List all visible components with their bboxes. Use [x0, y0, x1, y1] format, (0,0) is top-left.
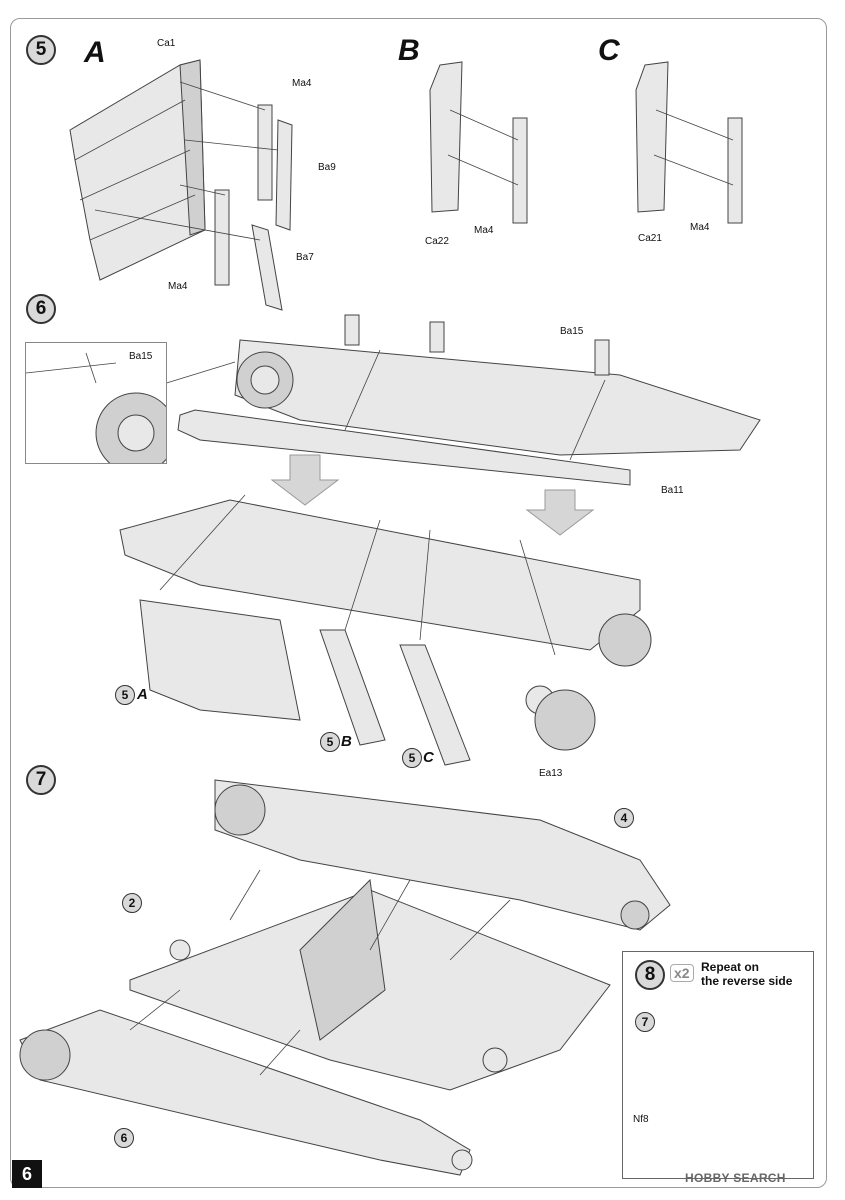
step6-detail-inset: Ba15 [25, 342, 167, 464]
part-ca22: Ca22 [425, 236, 449, 247]
part-ba9: Ba9 [318, 162, 336, 173]
page-number: 6 [12, 1160, 42, 1188]
variant-b-label: B [398, 34, 420, 67]
ref-step5-b-letter: B [341, 733, 352, 750]
variant-a-label: A [84, 36, 106, 69]
part-ma4-c: Ma4 [690, 222, 710, 233]
part-ca1: Ca1 [157, 38, 176, 49]
step-5-badge: 5 [26, 35, 56, 65]
down-arrow-right [525, 489, 595, 536]
ref-step5-c-letter: C [423, 749, 434, 766]
repeat-line-1: Repeat on [701, 960, 760, 974]
part-ba11: Ba11 [661, 485, 684, 496]
part-ba15-inset: Ba15 [129, 351, 153, 362]
part-ea13: Ea13 [539, 768, 563, 779]
repeat-line-2: the reverse side [701, 974, 793, 988]
part-ba15: Ba15 [560, 326, 584, 337]
part-ma4-a2: Ma4 [168, 281, 188, 292]
page-frame [10, 18, 827, 1188]
callout-4: 4 [614, 808, 634, 828]
step5-c-drawing [635, 61, 743, 224]
step5-b-drawing [429, 61, 528, 224]
step7-lower-hull [19, 989, 473, 1176]
step8-box: 8 x2 Repeat on the reverse side 7 Nf8 [622, 951, 814, 1179]
ref-step5-a-letter: A [137, 686, 148, 703]
step7-upper-assembly [214, 779, 671, 931]
step-7-badge: 7 [26, 765, 56, 795]
variant-c-label: C [598, 34, 620, 67]
step-8-badge: 8 [635, 960, 665, 990]
down-arrow-left [270, 454, 340, 506]
ref-step5-c-badge: 5 [402, 748, 422, 768]
part-ca21: Ca21 [638, 233, 662, 244]
step6-upper-hull [159, 314, 761, 486]
callout-6: 6 [114, 1128, 134, 1148]
inset-drawing [26, 352, 166, 463]
part-ma4-b: Ma4 [474, 225, 494, 236]
part-nf8: Nf8 [633, 1114, 649, 1125]
callout-7: 7 [635, 1012, 655, 1032]
callout-2: 2 [122, 893, 142, 913]
step7-floor [129, 869, 611, 1091]
repeat-instruction: Repeat on the reverse side [701, 960, 792, 988]
step5-a-drawing [69, 59, 293, 311]
step6-lower-hull [119, 494, 652, 766]
ref-step5-a-badge: 5 [115, 685, 135, 705]
part-ba7: Ba7 [296, 252, 314, 263]
watermark: HOBBY SEARCH [685, 1171, 786, 1185]
part-ma4-a1: Ma4 [292, 78, 312, 89]
ref-step5-b-badge: 5 [320, 732, 340, 752]
multiplier-badge: x2 [670, 964, 694, 982]
step-6-badge: 6 [26, 294, 56, 324]
